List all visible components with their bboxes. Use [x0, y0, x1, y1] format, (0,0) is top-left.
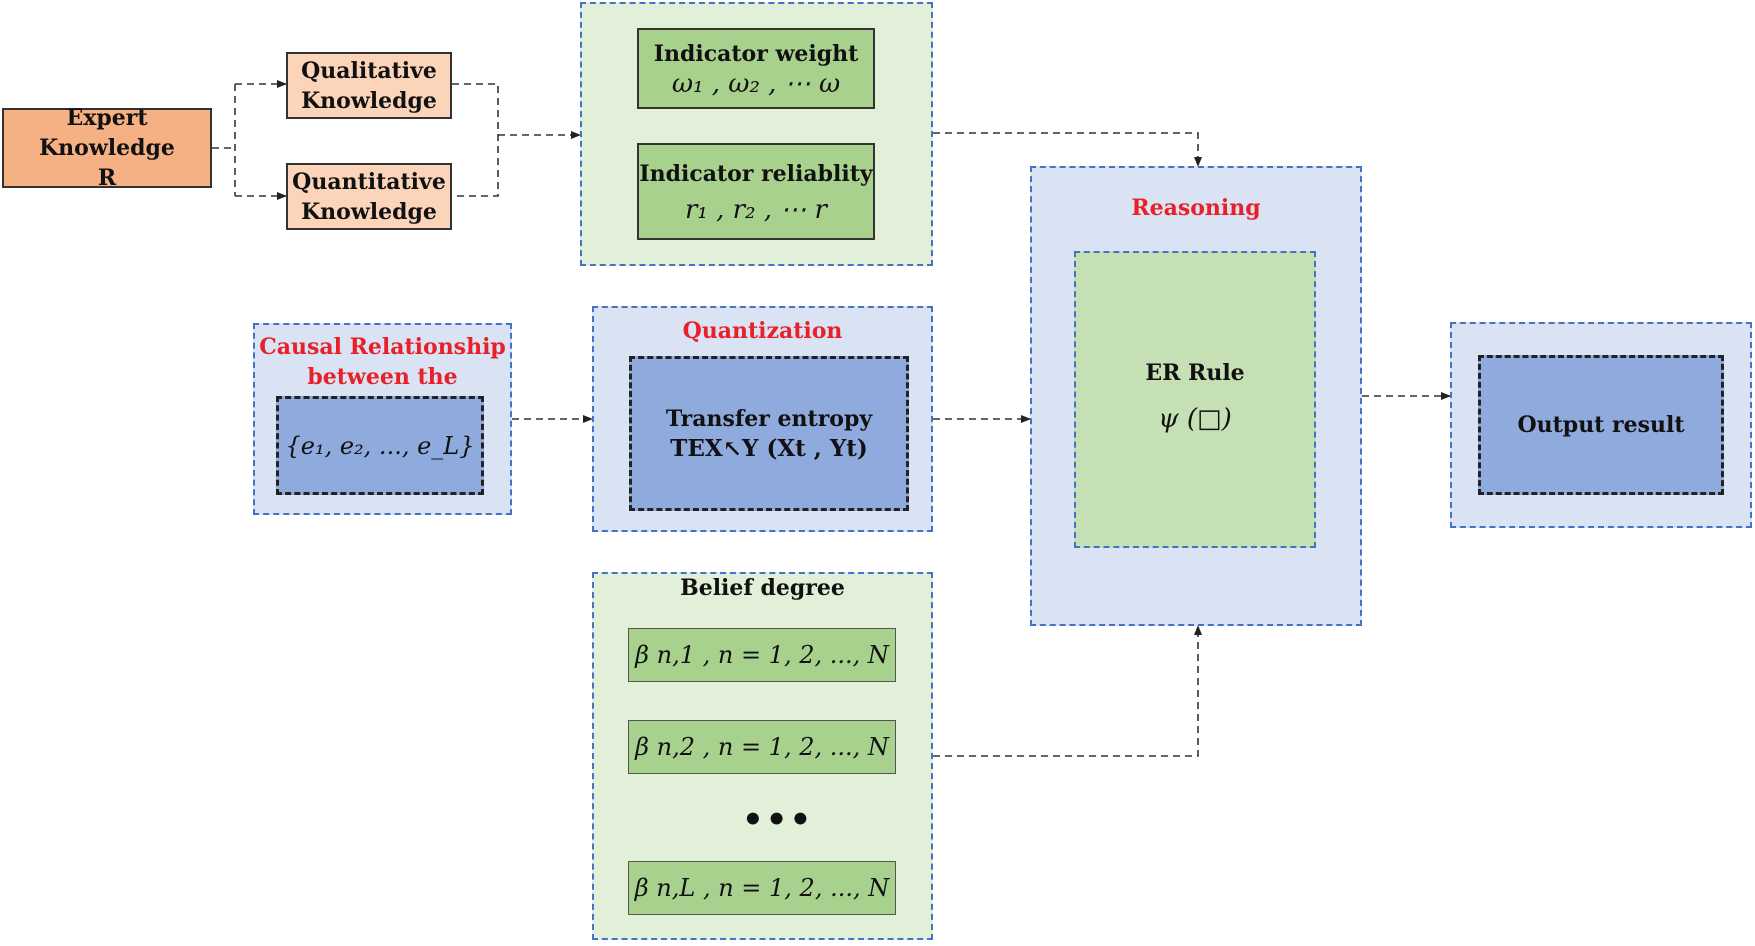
connector-belief-to-reasoning: [933, 625, 1202, 757]
er-rule-title: ER Rule: [1145, 360, 1245, 386]
expert-knowledge-box: Expert Knowledge R: [2, 105, 212, 191]
reasoning-heading: Reasoning: [1131, 195, 1261, 221]
belief-ellipsis: •••: [742, 800, 814, 840]
belief-row-1-formula: β n,1 , n = 1, 2, ..., N: [635, 641, 889, 669]
belief-row-L: β n,L , n = 1, 2, ..., N: [628, 861, 896, 915]
qualitative-line2: Knowledge: [301, 87, 437, 114]
output-result-box: Output result: [1478, 355, 1724, 495]
belief-row-L-formula: β n,L , n = 1, 2, ..., N: [634, 874, 890, 902]
quantitative-line1: Quantitative: [292, 168, 446, 195]
er-rule-formula: ψ (□): [1158, 404, 1232, 434]
evidence-set-box: {e₁, e₂, ..., e_L}: [276, 396, 484, 495]
er-rule-box: [1074, 251, 1316, 548]
belief-row-1: β n,1 , n = 1, 2, ..., N: [628, 628, 896, 682]
transfer-entropy-box: Transfer entropy TEX↖Y (Xt , Yt): [629, 356, 909, 511]
quantitative-knowledge-box: Quantitative Knowledge: [286, 163, 452, 230]
indicator-weight-formula: ω₁ , ω₂ , ⋯ ω: [671, 68, 841, 99]
indicator-reliability-formula: r₁ , r₂ , ⋯ r: [685, 194, 827, 225]
belief-degree-heading: Belief degree: [680, 575, 845, 601]
indicator-reliability-title: Indicator reliablity: [639, 160, 873, 187]
connector-expert-split: [212, 84, 236, 196]
transfer-entropy-formula: TEX↖Y (Xt , Yt): [670, 434, 868, 462]
expert-knowledge-line2: R: [97, 165, 117, 191]
connector-indicators-to-reasoning: [933, 132, 1202, 167]
output-result-label: Output result: [1517, 412, 1685, 438]
indicator-reliability-box: Indicator reliablity r₁ , r₂ , ⋯ r: [637, 143, 875, 240]
qualitative-line1: Qualitative: [301, 57, 437, 84]
quantization-heading: Quantization: [682, 318, 843, 344]
connector-qualitative-out: [452, 83, 499, 197]
quantitative-line2: Knowledge: [301, 198, 437, 225]
causal-heading-line1: Causal Relationship: [259, 334, 506, 360]
qualitative-knowledge-box: Qualitative Knowledge: [286, 52, 452, 119]
transfer-entropy-title: Transfer entropy: [665, 405, 873, 432]
indicator-weight-box: Indicator weight ω₁ , ω₂ , ⋯ ω: [637, 28, 875, 109]
indicator-weight-title: Indicator weight: [653, 40, 859, 67]
evidence-set-formula: {e₁, e₂, ..., e_L}: [285, 431, 475, 460]
belief-row-2: β n,2 , n = 1, 2, ..., N: [628, 720, 896, 774]
belief-row-2-formula: β n,2 , n = 1, 2, ..., N: [635, 733, 889, 761]
expert-knowledge-line1: Expert Knowledge: [39, 105, 175, 161]
